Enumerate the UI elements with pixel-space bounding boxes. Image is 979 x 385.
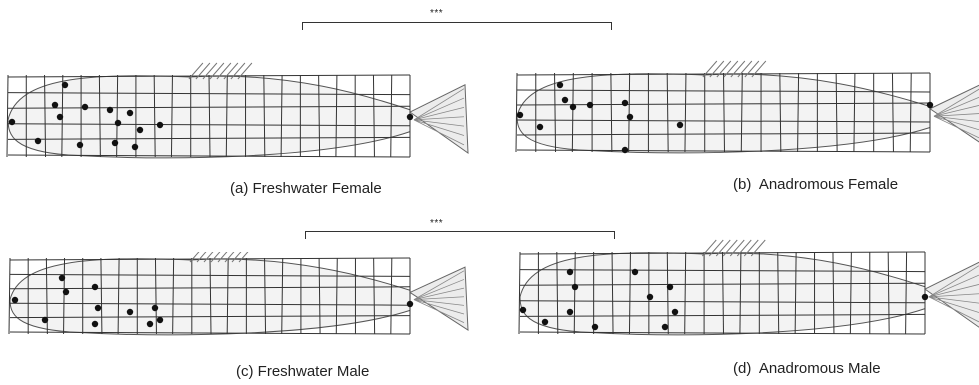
landmark-dot xyxy=(63,289,69,295)
fish-deformation-grid xyxy=(0,55,480,175)
landmark-dot xyxy=(62,82,68,88)
landmark-dot xyxy=(632,269,638,275)
panel-caption-a: (a) Freshwater Female xyxy=(230,180,382,197)
significance-bracket-top xyxy=(302,22,612,23)
significance-label-top: *** xyxy=(430,8,443,19)
landmark-dot xyxy=(672,309,678,315)
landmark-dot xyxy=(77,142,83,148)
landmark-dot xyxy=(677,122,683,128)
landmark-dot xyxy=(520,307,526,313)
landmark-dot xyxy=(137,127,143,133)
landmark-dot xyxy=(157,317,163,323)
landmark-dot xyxy=(662,324,668,330)
panel-c xyxy=(0,252,480,352)
landmark-dot xyxy=(92,284,98,290)
landmark-dot xyxy=(572,284,578,290)
panel-d xyxy=(505,232,979,350)
landmark-dot xyxy=(42,317,48,323)
panel-caption-d: (d) Anadromous Male xyxy=(733,360,881,377)
landmark-dot xyxy=(407,301,413,307)
fish-deformation-grid xyxy=(505,232,979,350)
landmark-dot xyxy=(35,138,41,144)
landmark-dot xyxy=(517,112,523,118)
landmark-dot xyxy=(115,120,121,126)
landmark-dot xyxy=(132,144,138,150)
landmark-dot xyxy=(152,305,158,311)
landmark-dot xyxy=(92,321,98,327)
landmark-dot xyxy=(647,294,653,300)
landmark-dot xyxy=(587,102,593,108)
landmark-dot xyxy=(12,297,18,303)
landmark-dot xyxy=(562,97,568,103)
landmark-dot xyxy=(407,114,413,120)
landmark-dot xyxy=(567,309,573,315)
landmark-dot xyxy=(537,124,543,130)
landmark-dot xyxy=(9,119,15,125)
landmark-dot xyxy=(542,319,548,325)
panel-a xyxy=(0,55,480,175)
landmark-dot xyxy=(107,107,113,113)
landmark-dot xyxy=(667,284,673,290)
landmark-dot xyxy=(127,309,133,315)
panel-caption-c: (c) Freshwater Male xyxy=(236,363,369,380)
landmark-dot xyxy=(927,102,933,108)
landmark-dot xyxy=(95,305,101,311)
landmark-dot xyxy=(127,110,133,116)
landmark-dot xyxy=(157,122,163,128)
fish-deformation-grid xyxy=(0,252,480,352)
panel-b xyxy=(505,45,979,165)
landmark-dot xyxy=(52,102,58,108)
landmark-dot xyxy=(922,294,928,300)
landmark-dot xyxy=(592,324,598,330)
landmark-dot xyxy=(622,100,628,106)
landmark-dot xyxy=(557,82,563,88)
landmark-dot xyxy=(112,140,118,146)
landmark-dot xyxy=(570,104,576,110)
landmark-dot xyxy=(627,114,633,120)
landmark-dot xyxy=(59,275,65,281)
landmark-dot xyxy=(57,114,63,120)
fish-deformation-grid xyxy=(505,45,979,165)
landmark-dot xyxy=(622,147,628,153)
panel-caption-b: (b) Anadromous Female xyxy=(733,176,898,193)
landmark-dot xyxy=(82,104,88,110)
landmark-dot xyxy=(567,269,573,275)
landmark-dot xyxy=(147,321,153,327)
significance-label-bottom: *** xyxy=(430,218,443,229)
